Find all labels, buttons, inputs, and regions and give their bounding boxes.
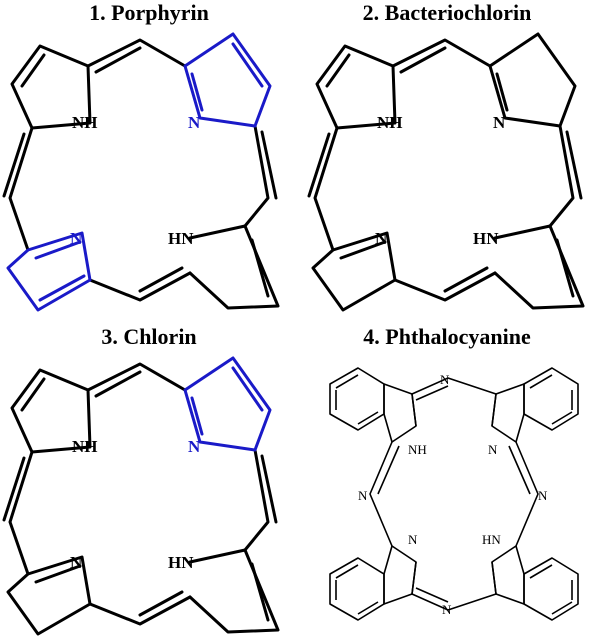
atom-nh: NH xyxy=(408,442,427,457)
bacteriochlorin-title: 2. Bacteriochlorin xyxy=(362,0,532,25)
bacteriochlorin-structure: NH N N HN xyxy=(307,32,585,312)
atom-nh: NH xyxy=(377,113,403,132)
atom-nh: NH xyxy=(72,437,98,456)
atom-n: N xyxy=(538,488,548,503)
atom-n: N xyxy=(358,488,368,503)
atom-nh: NH xyxy=(72,113,98,132)
atom-n: N xyxy=(493,113,506,132)
atom-n: N xyxy=(188,437,201,456)
atom-hn: HN xyxy=(168,229,194,248)
phthalocyanine-title: 4. Phthalocyanine xyxy=(363,324,531,349)
atom-n: N xyxy=(408,532,418,547)
atom-n: N xyxy=(70,229,83,248)
porphyrin-title: 1. Porphyrin xyxy=(89,0,209,25)
atom-n: N xyxy=(70,553,83,572)
porphyrin-structure: NH N N HN xyxy=(2,32,280,312)
atom-hn: HN xyxy=(168,553,194,572)
atom-n: N xyxy=(488,442,498,457)
chlorin-title: 3. Chlorin xyxy=(101,324,197,349)
atom-hn: HN xyxy=(482,532,501,547)
atom-hn: HN xyxy=(473,229,499,248)
atom-n: N xyxy=(375,229,388,248)
atom-n: N xyxy=(440,372,450,387)
chlorin-structure: NH N N HN xyxy=(2,356,280,636)
atom-n: N xyxy=(442,602,452,617)
phthalocyanine-structure: N N N N NH N N HN xyxy=(329,367,579,621)
atom-n: N xyxy=(188,113,201,132)
